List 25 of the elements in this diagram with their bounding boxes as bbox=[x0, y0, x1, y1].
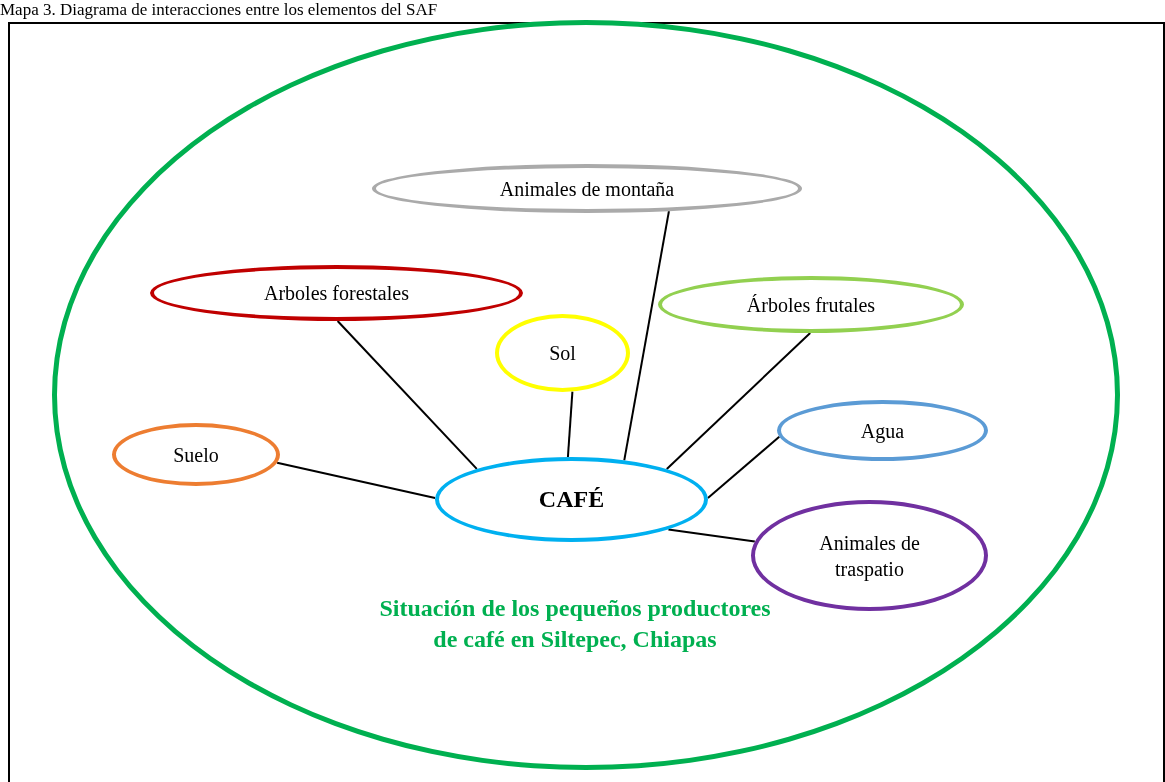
element-ellipse bbox=[495, 314, 630, 392]
connector-line bbox=[566, 390, 574, 458]
diagram-title: Mapa 3. Diagrama de interacciones entre los elementos del SAF bbox=[0, 0, 438, 20]
connector-line bbox=[665, 332, 812, 471]
node-label: Árboles frutales bbox=[746, 292, 876, 318]
connector-line bbox=[667, 528, 756, 543]
element-ellipse bbox=[658, 276, 964, 333]
element-ellipse bbox=[777, 400, 988, 461]
node-label: Sol bbox=[549, 341, 576, 366]
node-label: CAFÉ bbox=[538, 484, 605, 514]
node-label: Suelo bbox=[173, 442, 219, 468]
connector-line bbox=[336, 320, 478, 470]
connector-line bbox=[623, 210, 670, 462]
context-ellipse bbox=[52, 20, 1120, 770]
element-ellipse bbox=[372, 164, 802, 213]
node-label: Agua bbox=[860, 418, 905, 444]
context-label: Situación de los pequeños productores de café en Siltepec, Chiapas bbox=[378, 594, 772, 655]
element-ellipse bbox=[112, 423, 280, 486]
element-ellipse bbox=[150, 265, 523, 321]
connector-line bbox=[706, 435, 781, 499]
node-label: Arboles forestales bbox=[264, 281, 409, 306]
node-label: Animales de traspatio bbox=[818, 530, 921, 582]
element-ellipse bbox=[435, 457, 708, 542]
connector-line bbox=[276, 461, 437, 499]
node-label: Animales de montaña bbox=[499, 176, 675, 202]
